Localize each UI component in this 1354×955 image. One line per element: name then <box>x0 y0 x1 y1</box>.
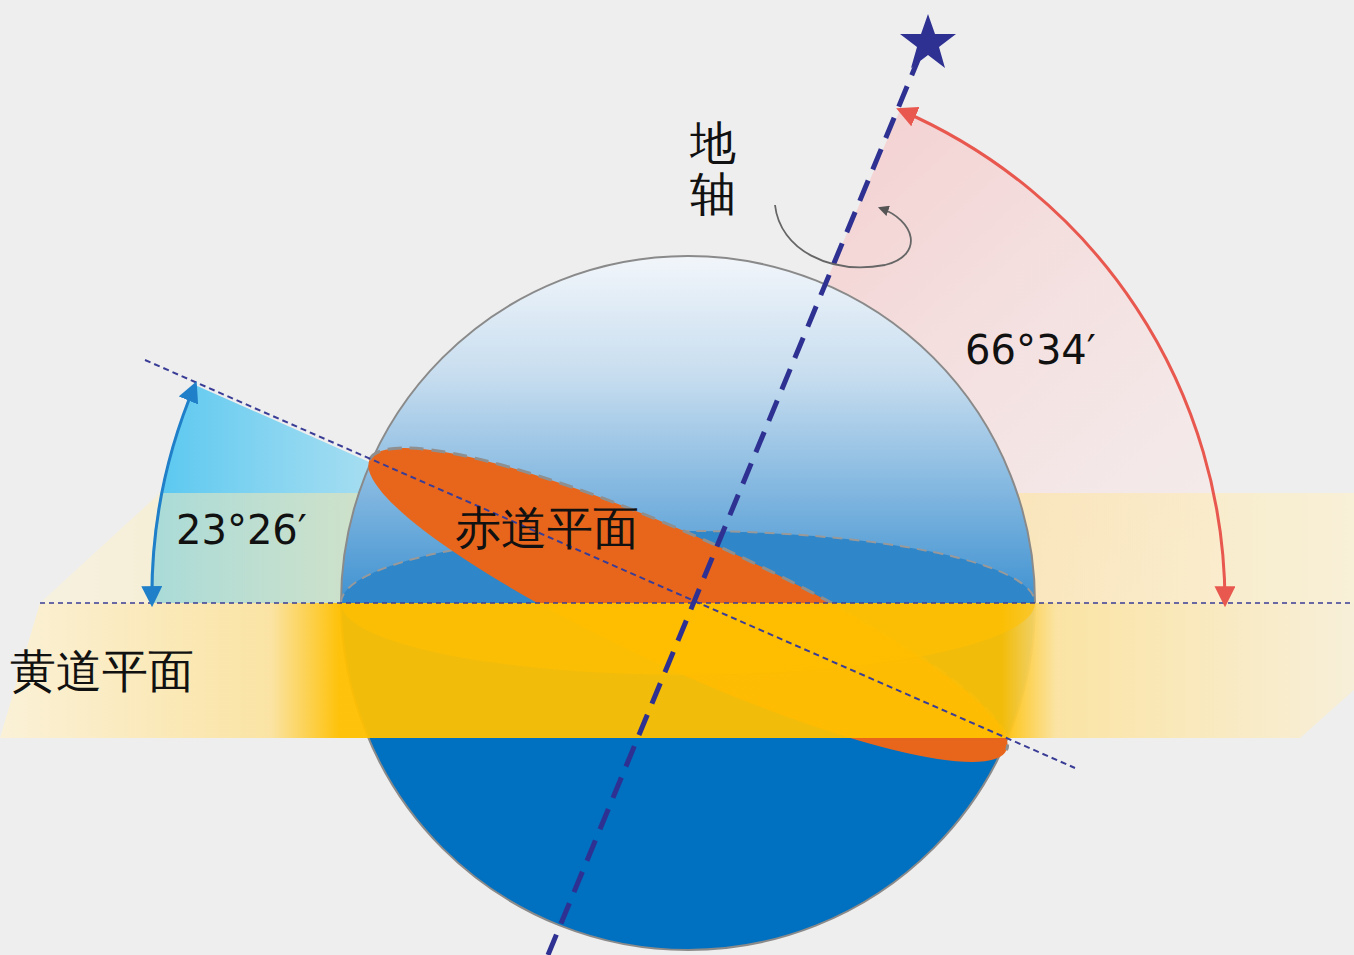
angle-label: 23°26′ <box>176 510 307 550</box>
polaris-star <box>900 14 956 68</box>
equator-line <box>145 360 1075 768</box>
plane-label: 黄道平面 <box>10 648 194 694</box>
axis-label: 地轴 <box>690 118 736 219</box>
tilt-angle-arc <box>152 385 195 603</box>
rotation-arrow <box>775 205 911 267</box>
ecliptic-plane-front <box>0 603 1354 738</box>
angle-label: 66°34′ <box>965 330 1096 370</box>
plane-label: 赤道平面 <box>455 505 639 551</box>
axis-angle-arc <box>900 110 1225 603</box>
